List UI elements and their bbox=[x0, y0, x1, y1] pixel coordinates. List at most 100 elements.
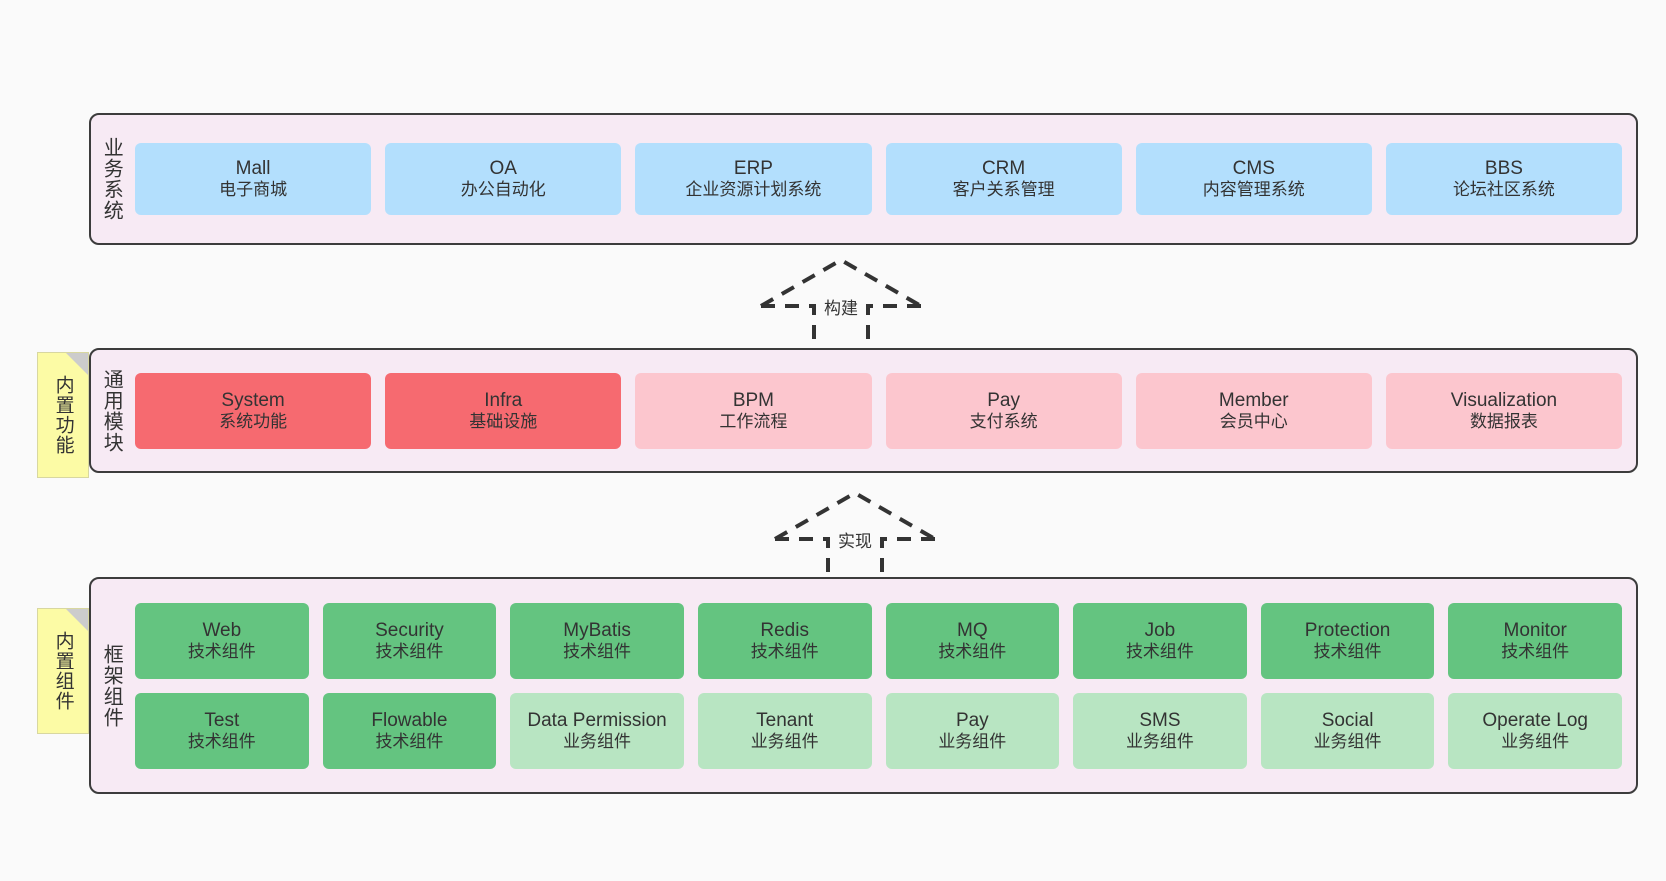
node-subtitle: 基础设施 bbox=[469, 411, 538, 431]
node-row: System 系统功能 Infra 基础设施 BPM 工作流程 Pay 支付系统… bbox=[135, 372, 1623, 449]
node-bpm[interactable]: BPM 工作流程 bbox=[635, 372, 872, 449]
node-subtitle: 技术组件 bbox=[938, 641, 1007, 661]
layer-common-modules[interactable]: 通用模块 System 系统功能 Infra 基础设施 BPM 工作流程 Pay… bbox=[89, 348, 1638, 473]
node-subtitle: 论坛社区系统 bbox=[1452, 180, 1555, 200]
node-title: CMS bbox=[1232, 158, 1275, 180]
node-operate-log[interactable]: Operate Log 业务组件 bbox=[1448, 692, 1622, 769]
node-subtitle: 企业资源计划系统 bbox=[685, 180, 822, 200]
node-title: Member bbox=[1218, 389, 1289, 411]
node-subtitle: 技术组件 bbox=[375, 641, 444, 661]
node-row: Mall 电子商城 OA 办公自动化 ERP 企业资源计划系统 CRM 客户关系… bbox=[135, 143, 1623, 215]
node-visualization[interactable]: Visualization 数据报表 bbox=[1385, 372, 1623, 449]
node-subtitle: 业务组件 bbox=[938, 731, 1007, 751]
node-oa[interactable]: OA 办公自动化 bbox=[385, 143, 622, 215]
layer-framework-components-body: Web 技术组件 Security 技术组件 MyBatis 技术组件 Redi… bbox=[131, 579, 1636, 792]
node-title: Pay bbox=[955, 709, 989, 731]
node-title: Tenant bbox=[756, 709, 814, 731]
note-builtin-components: 内置组件 bbox=[37, 608, 89, 734]
node-member[interactable]: Member 会员中心 bbox=[1135, 372, 1372, 449]
note-label: 内置功能 bbox=[52, 375, 74, 455]
node-mall[interactable]: Mall 电子商城 bbox=[135, 143, 372, 215]
node-title: OA bbox=[489, 158, 517, 180]
node-subtitle: 业务组件 bbox=[1501, 731, 1570, 751]
node-subtitle: 业务组件 bbox=[750, 731, 819, 751]
node-test[interactable]: Test 技术组件 bbox=[135, 692, 309, 769]
node-title: CRM bbox=[981, 158, 1026, 180]
node-title: BPM bbox=[732, 389, 775, 411]
node-row: Web 技术组件 Security 技术组件 MyBatis 技术组件 Redi… bbox=[135, 602, 1622, 679]
node-job[interactable]: Job 技术组件 bbox=[1073, 602, 1247, 679]
node-title: Monitor bbox=[1503, 619, 1567, 641]
note-builtin-features: 内置功能 bbox=[37, 352, 89, 478]
node-subtitle: 技术组件 bbox=[563, 641, 632, 661]
node-subtitle: 工作流程 bbox=[719, 411, 788, 431]
node-row: Test 技术组件 Flowable 技术组件 Data Permission … bbox=[135, 692, 1622, 769]
node-sms[interactable]: SMS 业务组件 bbox=[1073, 692, 1247, 769]
layer-framework-components[interactable]: 框架组件 Web 技术组件 Security 技术组件 MyBatis 技术组件… bbox=[89, 577, 1638, 794]
layer-business-systems[interactable]: 业务系统 Mall 电子商城 OA 办公自动化 ERP 企业资源计划系统 CRM… bbox=[89, 113, 1638, 245]
node-data-permission[interactable]: Data Permission 业务组件 bbox=[510, 692, 684, 769]
node-subtitle: 技术组件 bbox=[187, 731, 256, 751]
node-subtitle: 业务组件 bbox=[1125, 731, 1194, 751]
node-title: Pay bbox=[987, 389, 1020, 411]
node-monitor[interactable]: Monitor 技术组件 bbox=[1448, 602, 1622, 679]
node-title: Social bbox=[1321, 709, 1374, 731]
node-system[interactable]: System 系统功能 bbox=[135, 372, 372, 449]
node-subtitle: 业务组件 bbox=[1313, 731, 1382, 751]
node-mybatis[interactable]: MyBatis 技术组件 bbox=[510, 602, 684, 679]
node-title: Mall bbox=[235, 158, 271, 180]
layer-common-modules-body: System 系统功能 Infra 基础设施 BPM 工作流程 Pay 支付系统… bbox=[131, 350, 1636, 471]
node-redis[interactable]: Redis 技术组件 bbox=[697, 602, 872, 679]
node-subtitle: 技术组件 bbox=[1125, 641, 1194, 661]
node-web[interactable]: Web 技术组件 bbox=[135, 602, 309, 679]
node-crm[interactable]: CRM 客户关系管理 bbox=[885, 143, 1122, 215]
layer-framework-components-label: 框架组件 bbox=[100, 643, 123, 728]
node-title: Job bbox=[1144, 619, 1176, 641]
connector-realize-label: 实现 bbox=[838, 532, 872, 551]
node-mq[interactable]: MQ 技术组件 bbox=[885, 602, 1060, 679]
node-subtitle: 内容管理系统 bbox=[1202, 180, 1305, 200]
node-subtitle: 技术组件 bbox=[1501, 641, 1570, 661]
node-subtitle: 技术组件 bbox=[750, 641, 819, 661]
node-flowable[interactable]: Flowable 技术组件 bbox=[322, 692, 497, 769]
node-title: Security bbox=[375, 619, 444, 641]
node-subtitle: 系统功能 bbox=[219, 411, 288, 431]
node-title: Visualization bbox=[1450, 389, 1558, 411]
node-subtitle: 会员中心 bbox=[1219, 411, 1288, 431]
connector-build-label: 构建 bbox=[824, 299, 858, 318]
node-subtitle: 数据报表 bbox=[1469, 411, 1538, 431]
node-title: BBS bbox=[1484, 158, 1523, 180]
node-tenant[interactable]: Tenant 业务组件 bbox=[697, 692, 872, 769]
connector-build: 构建 bbox=[756, 256, 926, 354]
node-title: Protection bbox=[1304, 619, 1391, 641]
node-subtitle: 电子商城 bbox=[219, 180, 288, 200]
layer-business-systems-body: Mall 电子商城 OA 办公自动化 ERP 企业资源计划系统 CRM 客户关系… bbox=[131, 115, 1636, 243]
node-protection[interactable]: Protection 技术组件 bbox=[1260, 602, 1435, 679]
node-subtitle: 办公自动化 bbox=[460, 180, 546, 200]
node-security[interactable]: Security 技术组件 bbox=[322, 602, 497, 679]
node-pay-module[interactable]: Pay 支付系统 bbox=[885, 372, 1122, 449]
node-title: System bbox=[221, 389, 285, 411]
layer-common-modules-label: 通用模块 bbox=[100, 368, 123, 453]
node-subtitle: 支付系统 bbox=[969, 411, 1038, 431]
node-title: Data Permission bbox=[527, 709, 667, 731]
node-title: Test bbox=[204, 709, 240, 731]
node-pay-component[interactable]: Pay 业务组件 bbox=[885, 692, 1060, 769]
layer-business-systems-label: 业务系统 bbox=[100, 137, 123, 221]
node-bbs[interactable]: BBS 论坛社区系统 bbox=[1385, 143, 1623, 215]
node-subtitle: 客户关系管理 bbox=[952, 180, 1055, 200]
node-title: MQ bbox=[957, 619, 988, 641]
node-title: Operate Log bbox=[1482, 709, 1588, 731]
node-subtitle: 业务组件 bbox=[563, 731, 632, 751]
node-title: Flowable bbox=[371, 709, 448, 731]
node-title: Web bbox=[202, 619, 242, 641]
node-title: Redis bbox=[760, 619, 809, 641]
node-cms[interactable]: CMS 内容管理系统 bbox=[1135, 143, 1372, 215]
node-title: Infra bbox=[484, 389, 523, 411]
node-erp[interactable]: ERP 企业资源计划系统 bbox=[635, 143, 872, 215]
node-subtitle: 技术组件 bbox=[375, 731, 444, 751]
node-infra[interactable]: Infra 基础设施 bbox=[385, 372, 622, 449]
node-social[interactable]: Social 业务组件 bbox=[1260, 692, 1435, 769]
connector-realize: 实现 bbox=[770, 489, 940, 587]
